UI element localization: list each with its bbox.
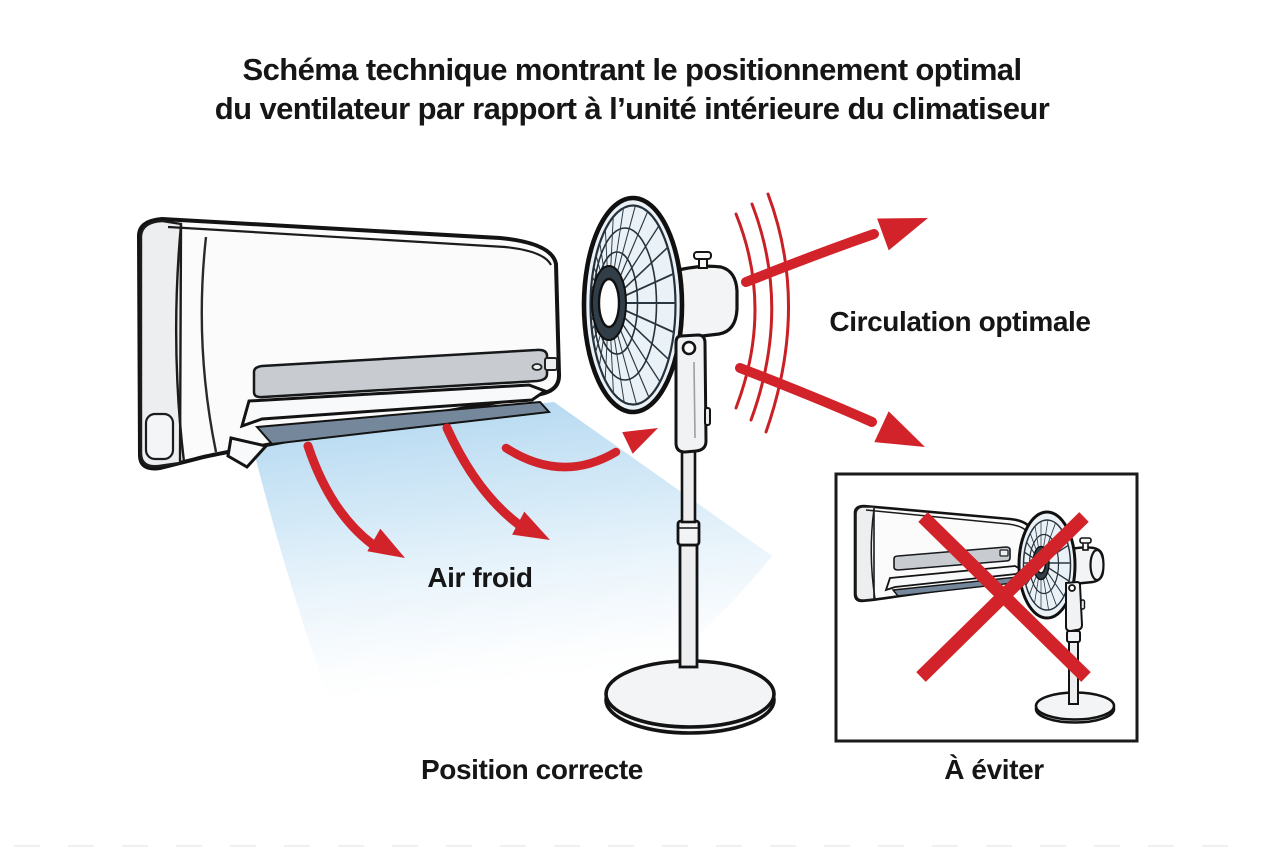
circulation-arrows bbox=[735, 218, 928, 447]
ac-outlet-left-tip bbox=[226, 436, 269, 469]
fan-pole-upper bbox=[680, 448, 697, 524]
fan-hub bbox=[597, 277, 621, 329]
inset-fan-neck bbox=[1065, 580, 1086, 633]
ac-cap-seam bbox=[174, 224, 186, 463]
ac-front-panel-edge bbox=[200, 236, 218, 453]
ac-top-bevel bbox=[167, 225, 552, 266]
ac-vent-strip bbox=[252, 348, 549, 399]
circulation-arrow-up bbox=[741, 229, 879, 287]
red-cross-icon bbox=[916, 512, 1091, 682]
avoid-inset bbox=[834, 472, 1139, 743]
cold-air-label: Air froid bbox=[427, 562, 533, 593]
correct-position-caption: Position correcte bbox=[421, 754, 643, 785]
pedestal-fan bbox=[581, 195, 776, 735]
fan-pole-collar bbox=[676, 519, 701, 547]
cold-air-arrows bbox=[303, 423, 658, 558]
optimal-circulation-label: Circulation optimale bbox=[829, 306, 1091, 337]
ac-left-end-cap bbox=[139, 219, 183, 468]
avoid-caption: À éviter bbox=[944, 754, 1044, 785]
airflow-wave-arcs-icon bbox=[734, 192, 790, 434]
ac-indoor-unit bbox=[136, 216, 562, 471]
fan-cage bbox=[581, 195, 685, 415]
air-to-fan-arrow bbox=[501, 443, 621, 472]
fan-neck-control bbox=[674, 333, 711, 454]
ac-display bbox=[544, 357, 558, 371]
cold-air-arrow-right bbox=[442, 423, 523, 529]
ac-indicator-lamp bbox=[531, 363, 543, 371]
fan-side-button bbox=[704, 407, 711, 426]
cold-air-stream bbox=[250, 402, 772, 704]
ac-outlet-louver bbox=[239, 383, 549, 429]
fan-tilt-hinge bbox=[681, 340, 697, 356]
title-line-2: du ventilateur par rapport à l’unité int… bbox=[214, 91, 1050, 126]
circulation-arrow-down bbox=[735, 363, 877, 427]
fan-pole-lower bbox=[678, 543, 699, 669]
ac-cap-vent bbox=[144, 412, 175, 461]
bottom-hairline bbox=[14, 845, 1250, 847]
fan-base bbox=[604, 659, 776, 735]
ac-outlet-flap-shadow bbox=[254, 400, 552, 446]
cold-air-arrow-left bbox=[303, 441, 377, 549]
diagram-title: Schéma technique montrant le positionnem… bbox=[0, 50, 1264, 128]
title-line-1: Schéma technique montrant le positionnem… bbox=[242, 52, 1023, 87]
